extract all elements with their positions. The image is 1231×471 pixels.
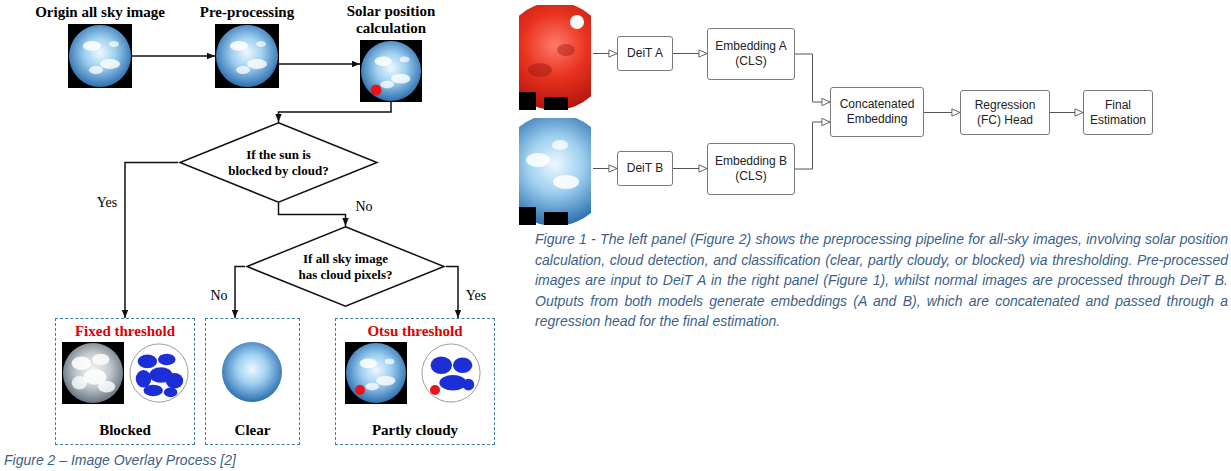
image-node: Solar position calculation: [360, 40, 422, 102]
connector: [673, 168, 707, 169]
edge-label: Yes: [95, 195, 119, 211]
node-text: If all sky image has cloud pixels?: [293, 251, 398, 283]
all-sky-image: [345, 342, 407, 404]
process-box: DeiT A: [617, 36, 673, 71]
red-sky-dome: [519, 5, 591, 110]
node-text: DeiT B: [622, 161, 668, 176]
result-box: Clear: [205, 318, 300, 445]
connector: [279, 63, 360, 65]
cloud-region: [557, 44, 575, 56]
connector: [235, 267, 245, 319]
figure-label: Figure 2 – Image Overlay Process [2]: [4, 450, 236, 471]
connector: [673, 53, 707, 54]
node-text: Fixed threshold: [56, 322, 194, 340]
node-text: Partly cloudy: [336, 421, 494, 439]
process-box: Concatenated Embedding: [830, 87, 924, 137]
all-sky-image: [62, 342, 124, 404]
sun-position-dot: [430, 385, 440, 395]
input-arrow: [593, 168, 617, 169]
image-node: Origin all sky image: [68, 24, 132, 88]
node-text: Final Estimation: [1088, 98, 1148, 128]
connector: [795, 122, 830, 169]
input-arrow: [593, 53, 617, 54]
sun-spot: [570, 15, 584, 29]
mask-block: [544, 212, 568, 225]
node-text: Embedding A (CLS): [712, 39, 790, 69]
connector: [795, 54, 830, 102]
image-title: Solar position calculation: [336, 3, 446, 37]
all-sky-image: [68, 24, 132, 88]
cloud-mask-image: [128, 342, 190, 404]
connector: [279, 102, 392, 122]
decision-diamond: If the sun is blocked by cloud?: [178, 122, 379, 203]
diamond-shape: [247, 227, 444, 306]
connector: [1050, 112, 1083, 113]
node-text: Concatenated Embedding: [835, 97, 919, 127]
edge-label: No: [353, 199, 374, 215]
result-box: Fixed thresholdBlocked: [55, 318, 195, 445]
image-title: Origin all sky image: [35, 4, 165, 21]
node-text: Regression (FC) Head: [965, 98, 1045, 128]
sky-dome: [519, 118, 591, 225]
node-text: If the sun is blocked by cloud?: [226, 147, 331, 179]
process-box: Final Estimation: [1083, 90, 1153, 135]
node-text: Clear: [206, 421, 299, 439]
node-text: Otsu threshold: [336, 322, 494, 340]
edge-label: Yes: [464, 288, 488, 304]
all-sky-image: [222, 342, 282, 402]
cloud: [553, 175, 579, 189]
process-box: DeiT B: [617, 151, 673, 186]
cloud: [552, 140, 568, 150]
figure-caption: Figure 1 - The left panel (Figure 2) sho…: [535, 229, 1228, 332]
image-node: Pre-processing: [215, 24, 279, 88]
node-text: Embedding B (CLS): [712, 154, 790, 184]
connector: [125, 163, 178, 319]
connector: [924, 112, 960, 113]
all-sky-image: [215, 24, 279, 88]
sun-position-dot: [371, 85, 382, 96]
cloud: [526, 153, 550, 167]
result-box: Otsu thresholdPartly cloudy: [335, 318, 495, 445]
preprocessed-image: [519, 5, 591, 110]
process-box: Regression (FC) Head: [960, 90, 1050, 135]
connector: [132, 55, 215, 57]
cloud-region: [528, 63, 552, 77]
process-box: Embedding A (CLS): [707, 28, 795, 80]
node-text: Blocked: [56, 421, 194, 439]
normal-image: [519, 118, 591, 225]
process-box: Embedding B (CLS): [707, 143, 795, 195]
connector: [446, 267, 458, 319]
decision-diamond: If all sky image has cloud pixels?: [245, 226, 446, 307]
mask-block: [519, 92, 536, 110]
mask-block: [519, 207, 536, 225]
sun-position-dot: [355, 385, 365, 395]
image-title: Pre-processing: [200, 4, 294, 21]
cloud-mask-image: [420, 342, 482, 404]
all-sky-image: [360, 40, 422, 102]
mask-block: [544, 97, 568, 110]
diamond-shape: [180, 123, 377, 202]
connector: [279, 203, 346, 226]
node-text: DeiT A: [622, 46, 668, 61]
edge-label: No: [208, 288, 229, 304]
